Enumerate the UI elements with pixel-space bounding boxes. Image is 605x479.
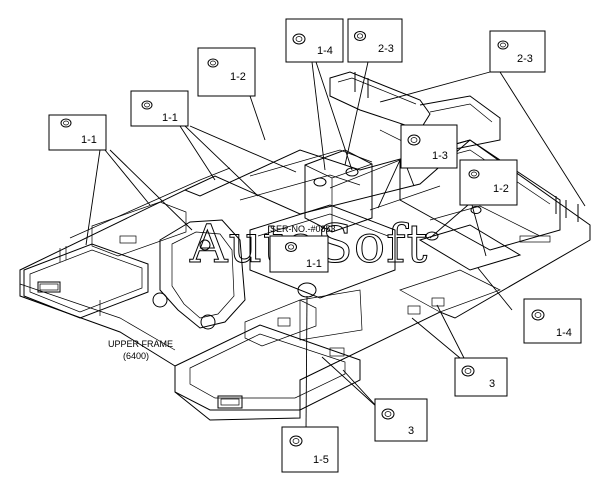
drawing-title: UPPER FRAME bbox=[108, 339, 173, 349]
washer-icon bbox=[207, 58, 219, 68]
callout-label: 1-1 bbox=[306, 258, 322, 270]
callout-2-3-top[interactable]: 2-3 bbox=[347, 18, 403, 63]
washer-icon bbox=[285, 242, 297, 252]
callout-1-3[interactable]: 1-3 bbox=[400, 124, 458, 169]
washer-icon bbox=[381, 408, 395, 420]
callout-1-2-top[interactable]: 1-2 bbox=[197, 47, 256, 97]
serial-number-note: SER-NO.-#0853 bbox=[270, 224, 336, 234]
callout-1-4-right[interactable]: 1-4 bbox=[523, 298, 582, 344]
callout-label: 3 bbox=[408, 425, 414, 437]
washer-icon bbox=[461, 365, 475, 377]
callout-label: 1-3 bbox=[432, 150, 448, 162]
callout-label: 1-2 bbox=[493, 183, 509, 195]
callout-label: 1-1 bbox=[81, 134, 97, 146]
callout-label: 1-5 bbox=[313, 454, 329, 466]
callout-3-right[interactable]: 3 bbox=[454, 357, 508, 397]
callout-label: 2-3 bbox=[517, 53, 533, 65]
washer-icon bbox=[141, 100, 153, 110]
callout-1-1-center[interactable]: 1-1 bbox=[269, 235, 329, 273]
callout-label: 2-3 bbox=[378, 43, 394, 55]
callout-label: 3 bbox=[489, 378, 495, 390]
callout-2-3-right[interactable]: 2-3 bbox=[489, 30, 546, 73]
washer-icon bbox=[531, 309, 545, 321]
washer-icon bbox=[292, 33, 306, 45]
washer-icon bbox=[289, 435, 303, 447]
callout-label: 1-4 bbox=[556, 327, 572, 339]
washer-icon bbox=[354, 31, 366, 41]
callout-1-4-top[interactable]: 1-4 bbox=[285, 18, 344, 63]
callout-1-1-left[interactable]: 1-1 bbox=[48, 114, 107, 151]
callout-1-2-right[interactable]: 1-2 bbox=[459, 159, 518, 206]
washer-icon bbox=[468, 169, 480, 179]
washer-icon bbox=[497, 40, 509, 50]
washer-icon bbox=[407, 134, 421, 146]
callout-label: 1-2 bbox=[230, 71, 246, 83]
callout-1-1-mid[interactable]: 1-1 bbox=[130, 90, 189, 127]
callout-1-5[interactable]: 1-5 bbox=[281, 426, 339, 473]
callout-label: 1-1 bbox=[162, 112, 178, 124]
leader-lines bbox=[85, 61, 586, 432]
washer-icon bbox=[60, 118, 72, 128]
upper-frame-drawing bbox=[19, 71, 591, 421]
callout-label: 1-4 bbox=[317, 45, 333, 57]
drawing-code: (6400) bbox=[123, 351, 149, 361]
callout-3-bottom[interactable]: 3 bbox=[374, 398, 428, 442]
